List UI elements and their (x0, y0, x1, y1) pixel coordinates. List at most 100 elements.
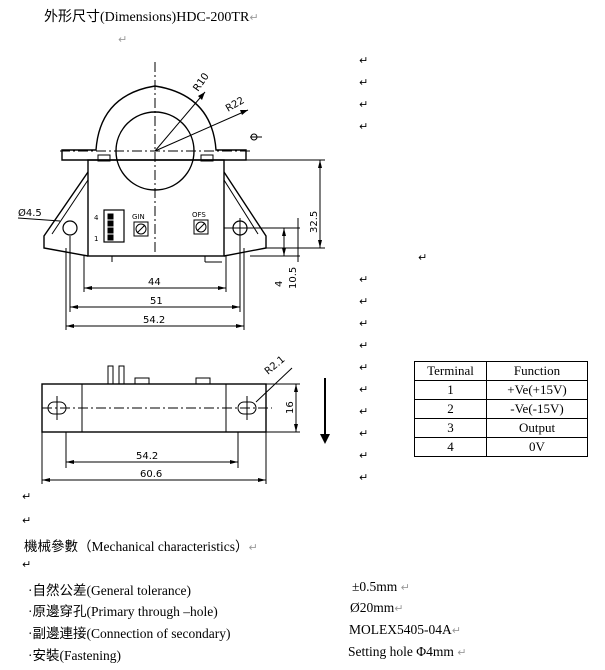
spec-value-text: Ø20mm (350, 600, 395, 615)
page-title: 外形尺寸(Dimensions)HDC-200TR↵ (44, 6, 259, 26)
svg-text:↵: ↵ (22, 514, 31, 527)
ear-slot (200, 154, 214, 162)
svg-text:↵: ↵ (359, 317, 368, 330)
svg-text:↵: ↵ (359, 427, 368, 440)
table-cell: 0V (486, 437, 588, 457)
ear-slot (97, 154, 111, 162)
svg-text:↵: ↵ (359, 120, 368, 133)
svg-text:↵: ↵ (359, 471, 368, 484)
dim-16-label: 16 (285, 401, 296, 414)
ofs-label: OFS (192, 211, 206, 219)
side-pot (195, 377, 211, 385)
table-row: 3 Output (414, 418, 588, 438)
primary-hole (115, 111, 195, 191)
table-row: 2 -Ve(-15V) (414, 399, 588, 419)
right-foot (223, 171, 267, 257)
connector-pin (107, 234, 114, 241)
direction-arrowhead (320, 434, 330, 444)
svg-text:↵: ↵ (359, 383, 368, 396)
svg-text:↵: ↵ (359, 295, 368, 308)
return-mark: ↵ (451, 624, 461, 637)
spec-value-text: ±0.5mm (352, 579, 398, 594)
mount-hole-left (62, 220, 78, 236)
spec-value-text: MOLEX5405-04A (349, 622, 452, 637)
svg-text:↵: ↵ (359, 361, 368, 374)
r21-leader (255, 367, 293, 403)
return-mark: ↵ (248, 541, 258, 554)
svg-text:↵: ↵ (359, 405, 368, 418)
right-foot-edge (223, 179, 259, 235)
housing-body (87, 159, 225, 257)
dim-10-5-label: 10.5 (288, 267, 299, 289)
spec-value: ±0.5mm ↵ (352, 579, 410, 595)
gin-label: GIN (132, 213, 145, 221)
dim-60-6-label: 60.6 (140, 469, 162, 480)
return-mark: ↵ (118, 33, 128, 46)
dim-54-2-label: 54.2 (143, 315, 165, 326)
terminal-table: Terminal Function 1 +Ve(+15V) 2 -Ve(-15V… (414, 361, 588, 457)
gin-pot-knob (135, 223, 147, 235)
table-cell: Output (486, 418, 588, 438)
side-pin (107, 365, 114, 385)
svg-text:↵: ↵ (22, 558, 31, 571)
connector-pin (107, 227, 114, 234)
table-cell: 4 (414, 437, 487, 457)
ofs-pot-slot (196, 222, 206, 232)
return-mark: ↵ (394, 602, 404, 615)
mechanical-heading-text: 機械參數（Mechanical characteristics） (24, 539, 249, 554)
r10-leader (154, 91, 206, 152)
table-cell: 1 (414, 380, 487, 400)
table-header: Function (486, 361, 588, 381)
mechanical-heading: 機械參數（Mechanical characteristics）↵ (24, 535, 258, 555)
connector-pin (107, 213, 114, 220)
connector (103, 209, 125, 243)
return-mark: ↵ (400, 581, 410, 594)
return-mark: ↵ (457, 646, 467, 659)
gin-pot (133, 221, 149, 237)
table-header: Terminal (414, 361, 487, 381)
dim-44-label: 44 (148, 277, 161, 288)
svg-text:↵: ↵ (418, 251, 427, 264)
left-foot-edge (51, 179, 89, 235)
connector-pin (107, 220, 114, 227)
spec-value: Ø20mm↵ (350, 600, 403, 616)
table-cell: -Ve(-15V) (486, 399, 588, 419)
ofs-pot-knob (195, 221, 207, 233)
pin1-label: 1 (94, 235, 98, 243)
spec-value: Setting hole Φ4mm ↵ (348, 644, 466, 660)
phi45-leader (17, 217, 61, 222)
side-pin (118, 365, 125, 385)
spec-label: ·副邊連接(Connection of secondary) (28, 626, 231, 641)
r22-leader (154, 109, 249, 152)
table-row: 4 0V (414, 437, 588, 457)
svg-text:↵: ↵ (359, 98, 368, 111)
return-mark: ↵ (249, 11, 259, 24)
housing-top-outline (61, 85, 247, 161)
svg-text:↵: ↵ (359, 54, 368, 67)
spec-label: ·自然公差(General tolerance) (28, 583, 192, 598)
table-header-row: Terminal Function (414, 361, 588, 381)
dim-r10-label: R10 (191, 71, 211, 93)
dim-r21-label: R2.1 (263, 354, 288, 377)
spec-value-text: Setting hole Φ4mm (348, 644, 454, 659)
side-view-drawing (41, 365, 326, 484)
svg-text:↵: ↵ (359, 76, 368, 89)
left-foot (43, 171, 89, 257)
dim-4-label: 4 (274, 281, 285, 287)
svg-text:↵: ↵ (359, 339, 368, 352)
table-cell: +Ve(+15V) (486, 380, 588, 400)
table-row: 1 +Ve(+15V) (414, 380, 588, 400)
title-text: 外形尺寸(Dimensions)HDC-200TR (44, 10, 250, 25)
dim-32-5-label: 32.5 (309, 211, 320, 233)
table-cell: 3 (414, 418, 487, 438)
svg-text:↵: ↵ (22, 490, 31, 503)
svg-text:↵: ↵ (359, 273, 368, 286)
dim-phi45-label: Ø4.5 (18, 207, 42, 219)
spec-label: ·安裝(Fastening) (28, 648, 121, 663)
dim-54-2-side-label: 54.2 (136, 451, 158, 462)
spec-value: MOLEX5405-04A↵ (349, 622, 461, 638)
spec-label: ·原邊穿孔(Primary through –hole) (28, 604, 218, 619)
gin-pot-slot (136, 224, 146, 234)
side-pot (134, 377, 150, 385)
